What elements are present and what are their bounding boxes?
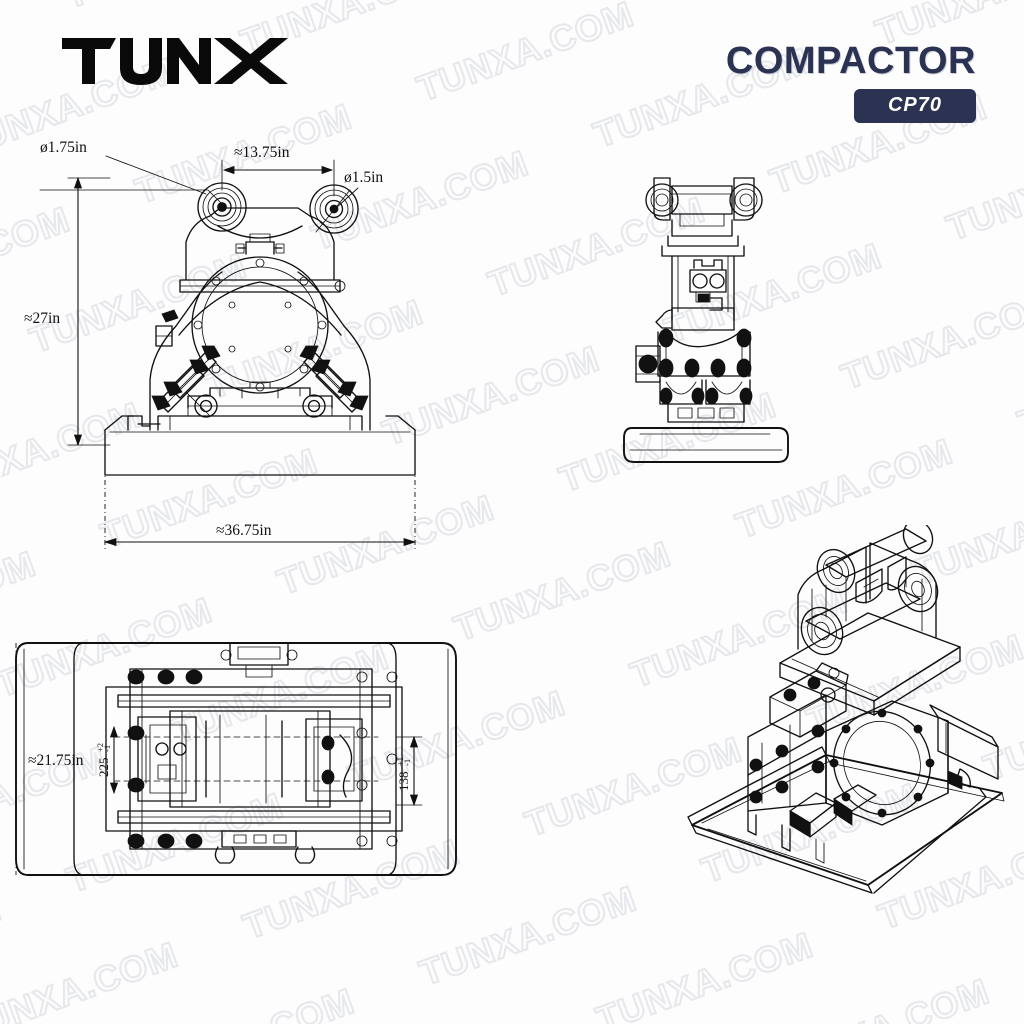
watermark-text: TUNXA.COM <box>306 142 533 258</box>
watermark-text: TUNXA.COM <box>201 291 428 407</box>
watermark-text: TUNXA.COM <box>167 635 394 751</box>
watermark-text: TUNXA.COM <box>625 579 852 695</box>
product-identity: COMPACTOR CP70 <box>726 42 976 123</box>
dim-base-plate-width: ≈36.75in <box>216 522 272 539</box>
dim-pin-center-distance: ≈13.75in <box>234 144 290 161</box>
watermark-text: TUNXA.COM <box>343 682 570 798</box>
dim-plate-inner-mm: 138 <box>396 772 411 792</box>
watermark-text: TUNXA.COM <box>0 394 146 510</box>
status-badge: CP70 <box>853 89 976 123</box>
watermark-text: TUNXA.COM <box>0 589 218 705</box>
watermark-text: TUNXA.COM <box>767 970 994 1024</box>
dim-plate-inner-tol-plus: +1 <box>395 757 405 766</box>
watermark-text: TUNXA.COM <box>483 188 710 304</box>
tunxa-logo <box>60 32 290 92</box>
watermark-text: TUNXA.COM <box>520 728 747 844</box>
watermark-text: TUNXA.COM <box>554 384 781 500</box>
watermark-text: TUNXA.COM <box>731 430 958 546</box>
sheet-header: COMPACTOR CP70 <box>0 0 1024 130</box>
watermark-text: TUNXA.COM <box>0 198 75 314</box>
watermark-text: TUNXA.COM <box>0 887 7 1003</box>
watermark-text: TUNXA.COM <box>24 245 251 361</box>
front-elevation-view: ≈27in ≈13.75in ø1.75in ø1.5in ≈36.75in <box>24 139 417 550</box>
watermark-text: TUNXA.COM <box>96 440 323 556</box>
dim-pin-bore-left: ø1.75in <box>40 139 87 156</box>
bottom-plan-view: ≈21.75in 225 +2 -1 138 +1 -1 <box>15 642 457 876</box>
watermark-text: TUNXA.COM <box>132 980 359 1024</box>
watermark-text: TUNXA.COM <box>414 877 641 993</box>
watermark-text: TUNXA.COM <box>449 533 676 649</box>
watermark-text: TUNXA.COM <box>941 132 1024 248</box>
watermark-text: TUNXA.COM <box>61 785 288 901</box>
watermark-text: TUNXA.COM <box>978 672 1024 788</box>
watermark-text: TUNXA.COM <box>836 281 1024 397</box>
isometric-3d-view <box>687 525 1005 894</box>
watermark-text: TUNXA.COM <box>696 775 923 891</box>
dim-plate-length-mm: 225 <box>96 758 111 778</box>
dim-plate-length-tol-plus: +2 <box>95 743 105 752</box>
watermark-text: TUNXA.COM <box>802 626 1024 742</box>
watermark-text: TUNXA.COM <box>238 831 465 947</box>
watermark-text: TUNXA.COM <box>377 337 604 453</box>
watermark-text: TUNXA.COM <box>0 934 183 1024</box>
dim-base-plate-depth: ≈21.75in <box>28 752 84 769</box>
dim-plate-length-tol-minus: -1 <box>102 745 112 752</box>
watermark-text: TUNXA.COM <box>272 486 499 602</box>
dim-overall-height: ≈27in <box>24 310 60 327</box>
watermark-text: TUNXA.COM <box>0 738 112 854</box>
page-title: COMPACTOR <box>725 40 976 82</box>
watermark-text: TUNXA.COM <box>659 235 886 351</box>
dim-plate-inner-tol-minus: -1 <box>402 759 412 766</box>
watermark-text: TUNXA.COM <box>0 543 41 659</box>
side-elevation-view <box>623 177 789 463</box>
dim-pin-bore-right: ø1.5in <box>344 169 383 186</box>
watermark-text: TUNXA.COM <box>1012 328 1024 444</box>
watermark-text: TUNXA.COM <box>591 924 818 1024</box>
watermark-text: TUNXA.COM <box>907 477 1024 593</box>
watermark-text: TUNXA.COM <box>873 821 1024 937</box>
